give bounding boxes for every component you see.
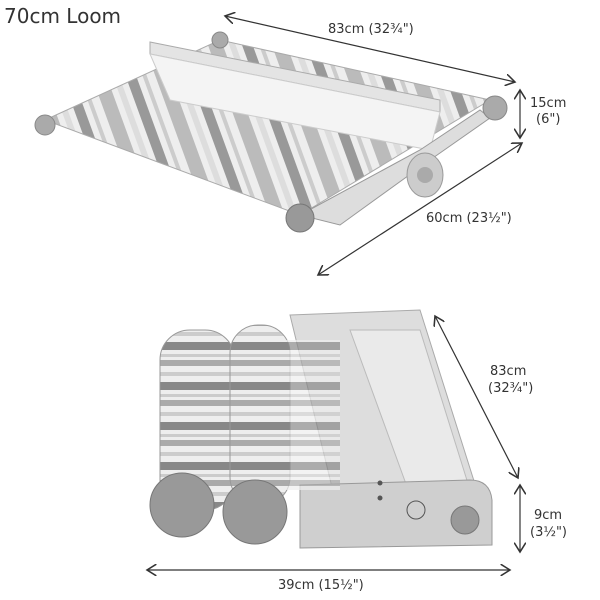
width-label: 83cm (32¾") bbox=[328, 22, 414, 37]
depth-dimension-arrow bbox=[318, 143, 522, 275]
open-loom-drawing bbox=[34, 31, 508, 233]
width-dimension-arrow bbox=[225, 16, 515, 82]
folded-length-dimension-arrow bbox=[435, 316, 518, 478]
folded-depth-label: 39cm (15½") bbox=[278, 578, 364, 593]
height-label-cm: 15cm bbox=[530, 96, 567, 111]
page-title: 70cm Loom bbox=[4, 4, 122, 28]
folded-height-label-cm: 9cm bbox=[534, 508, 563, 523]
height-label-in: (6") bbox=[536, 112, 561, 127]
folded-length-label-in: (32¾") bbox=[488, 381, 534, 396]
depth-label: 60cm (23½") bbox=[426, 211, 512, 226]
folded-loom-drawing bbox=[149, 309, 493, 549]
folded-height-label-in: (3½") bbox=[530, 525, 567, 540]
folded-length-label-cm: 83cm bbox=[490, 364, 527, 379]
